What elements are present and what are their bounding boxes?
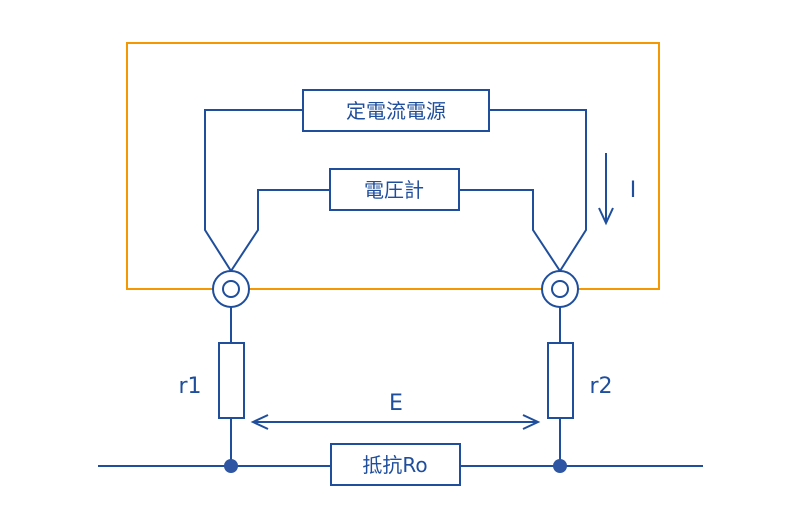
r1-label: r1 (178, 374, 201, 399)
current-arrow-icon (598, 153, 614, 226)
terminal-right (541, 270, 579, 308)
instrument-housing (126, 42, 660, 290)
current-source-label: 定電流電源 (346, 99, 446, 123)
current-source-box: 定電流電源 (302, 89, 490, 132)
resistor-ro-label: 抵抗Ro (362, 453, 427, 477)
voltage-wire-left (230, 189, 330, 272)
voltage-wire-right (459, 189, 561, 272)
lead-resistor-r2 (547, 342, 574, 419)
r2-label: r2 (589, 374, 612, 399)
junction-node-right (553, 459, 567, 473)
voltage-label: E (389, 391, 403, 416)
current-wire-right (489, 109, 587, 272)
lead-resistor-r1 (218, 342, 245, 419)
voltmeter-box: 電圧計 (329, 168, 460, 211)
voltage-double-arrow-icon (250, 414, 541, 430)
current-label: I (630, 178, 637, 203)
voltmeter-label: 電圧計 (364, 178, 424, 202)
current-wire-left (204, 109, 303, 272)
junction-node-left (224, 459, 238, 473)
terminal-left (212, 270, 250, 308)
resistor-ro-box: 抵抗Ro (330, 443, 461, 486)
